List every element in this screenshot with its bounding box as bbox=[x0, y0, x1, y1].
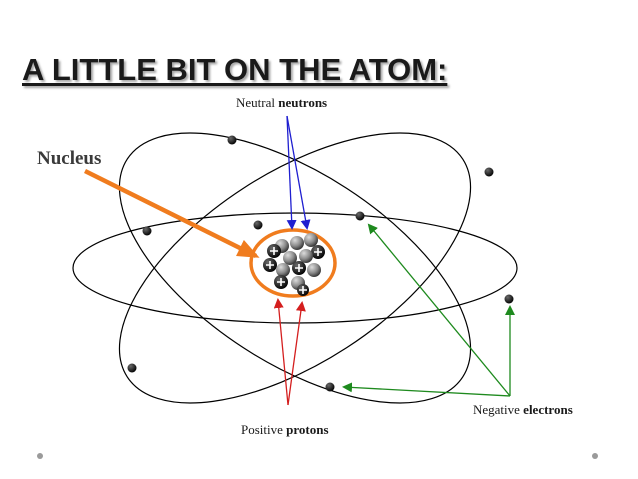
neutrons-label-bold: neutrons bbox=[278, 95, 327, 110]
nucleus-particles bbox=[263, 233, 325, 296]
orbit-horizontal bbox=[72, 212, 518, 324]
electron bbox=[253, 220, 263, 230]
neutron bbox=[304, 233, 318, 247]
electron bbox=[227, 135, 237, 145]
orbit-tilted-left bbox=[118, 132, 472, 404]
electron bbox=[504, 294, 514, 304]
electrons bbox=[127, 135, 514, 392]
nucleus-ring bbox=[249, 228, 337, 298]
electron bbox=[325, 382, 335, 392]
nucleus-arrow bbox=[83, 168, 260, 259]
orbit-tilted-right bbox=[118, 132, 472, 404]
electron bbox=[127, 363, 137, 373]
protons-label: Positive protons bbox=[241, 422, 329, 437]
electrons-label-bold: electrons bbox=[523, 402, 573, 417]
electron bbox=[355, 211, 365, 221]
electron bbox=[142, 226, 152, 236]
slide-dot-right bbox=[592, 453, 598, 459]
neutron-arrows bbox=[286, 115, 311, 230]
electrons-label-prefix: Negative bbox=[473, 402, 520, 417]
electron-arrows bbox=[342, 223, 515, 397]
electron bbox=[484, 167, 494, 177]
proton-arrows bbox=[273, 298, 306, 406]
neutron bbox=[307, 263, 321, 277]
plus-signs bbox=[266, 247, 322, 294]
neutron bbox=[283, 251, 297, 265]
neutron bbox=[299, 249, 313, 263]
protons-label-bold: protons bbox=[286, 422, 328, 437]
neutrons-label-prefix: Neutral bbox=[236, 95, 275, 110]
neutron bbox=[276, 263, 290, 277]
electrons-label: Negative electrons bbox=[473, 402, 573, 417]
protons-label-prefix: Positive bbox=[241, 422, 283, 437]
page-title: A LITTLE BIT ON THE ATOM: bbox=[22, 52, 448, 87]
neutrons-label: Neutral neutrons bbox=[236, 95, 327, 110]
electron-orbits bbox=[72, 132, 518, 404]
neutron bbox=[290, 236, 304, 250]
nucleus-label: Nucleus bbox=[37, 148, 101, 169]
slide-dot-left bbox=[37, 453, 43, 459]
